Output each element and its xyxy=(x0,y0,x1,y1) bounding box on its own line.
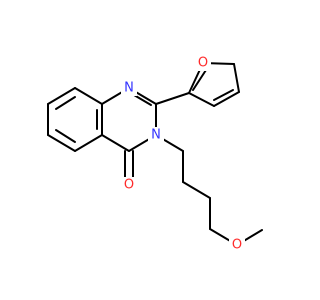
bond xyxy=(155,92,190,105)
oxygen-label: O xyxy=(232,238,242,253)
double-bond-inner xyxy=(55,129,76,143)
atom-o-carbonyl: O xyxy=(121,177,137,193)
bond xyxy=(213,91,240,107)
bond xyxy=(182,181,211,199)
bond xyxy=(188,92,215,107)
atom-n3: N xyxy=(148,127,164,143)
nitrogen-label: N xyxy=(151,128,161,143)
bond xyxy=(74,134,103,152)
atom-o-ether: O xyxy=(229,237,245,253)
structure-canvas: N N O O O xyxy=(47,55,263,253)
double-bond-inner xyxy=(213,89,234,101)
furan-ring xyxy=(155,62,240,107)
atom-o-furan: O xyxy=(195,55,211,71)
chemical-structure: N N O O O xyxy=(47,55,263,253)
nitrogen-label: N xyxy=(124,81,134,96)
oxygen-label: O xyxy=(124,178,134,193)
double-bond-inner xyxy=(133,94,152,106)
oxygen-label: O xyxy=(198,56,208,71)
benzene-ring xyxy=(47,87,103,152)
methoxypropyl-chain xyxy=(155,134,263,246)
bond xyxy=(233,63,240,93)
atom-n1: N xyxy=(121,80,137,96)
bond xyxy=(101,134,130,152)
double-bond-inner xyxy=(55,96,76,110)
bond xyxy=(47,134,76,152)
double-bond-inner xyxy=(192,69,207,91)
bond xyxy=(74,87,103,105)
bond xyxy=(47,87,76,105)
pyrimidinone-ring xyxy=(101,87,157,185)
